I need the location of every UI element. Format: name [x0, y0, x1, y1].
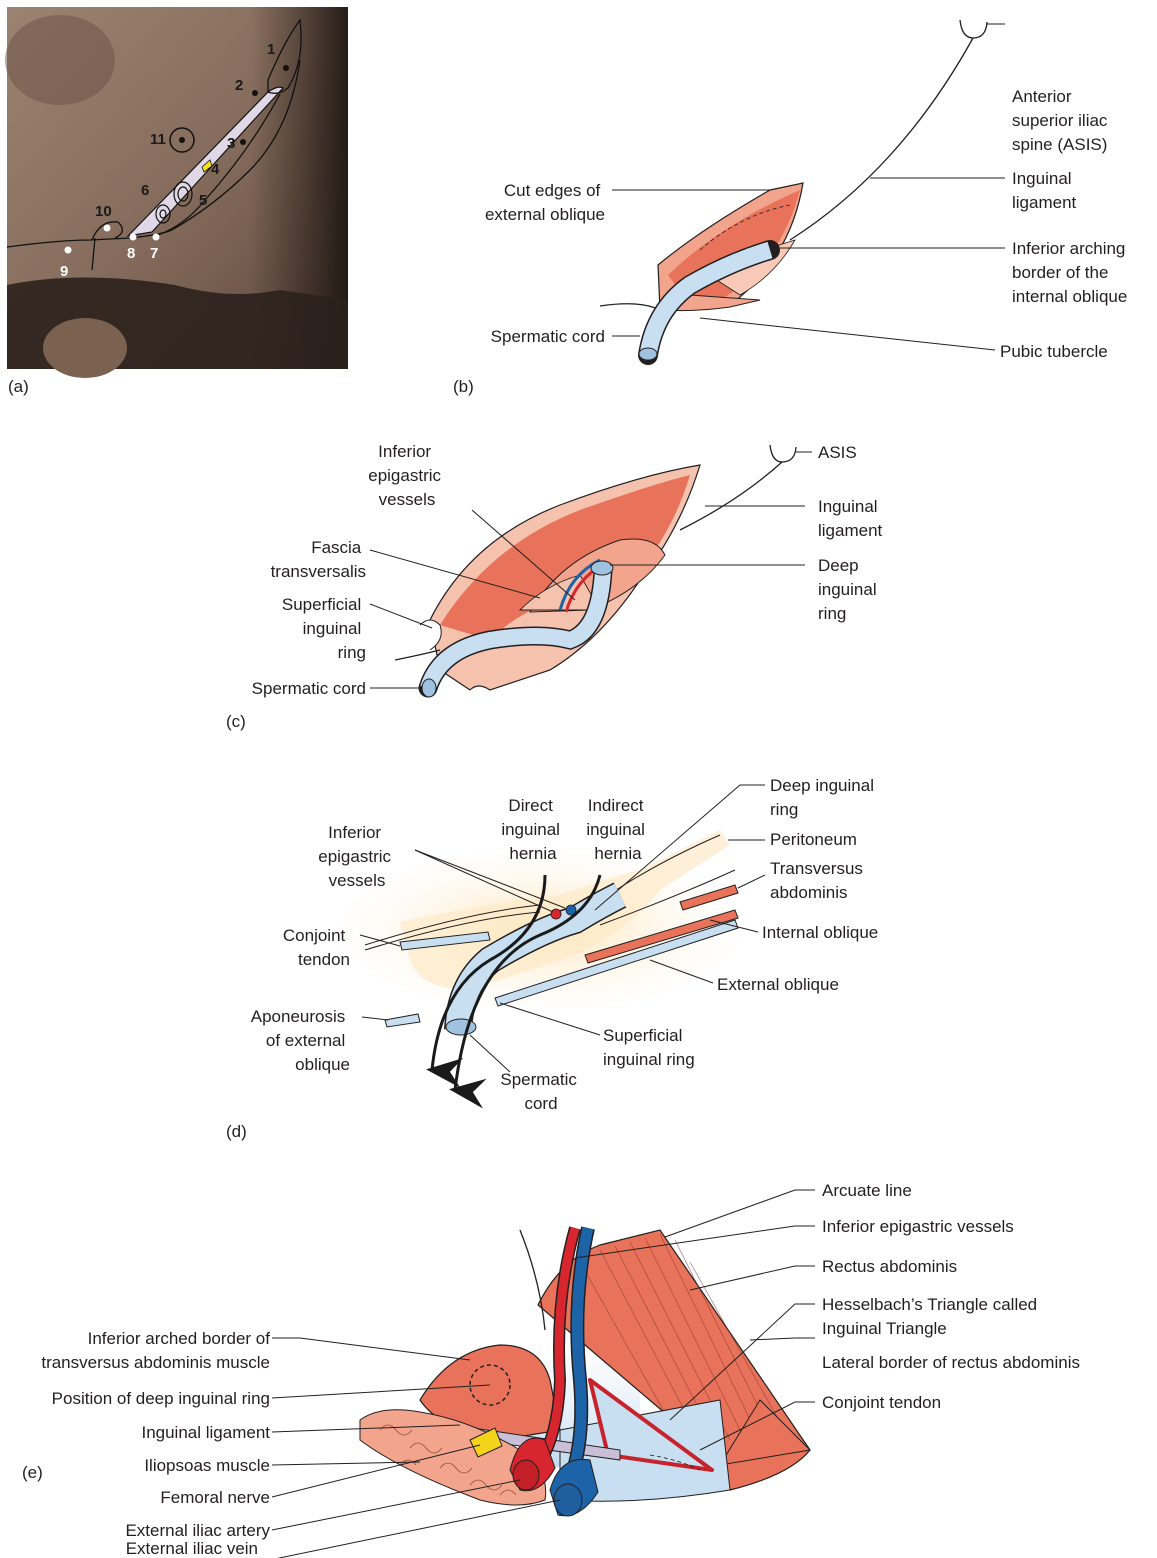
- label-c-fascia: Fascia transversalis: [271, 538, 366, 581]
- panel-e-drawing: [260, 1190, 815, 1558]
- label-e-arcuate-line: Arcuate line: [822, 1181, 912, 1200]
- panel-a-letter: (a): [8, 377, 29, 396]
- number-6: 6: [141, 182, 149, 199]
- panel-d-letter: (d): [226, 1122, 247, 1141]
- label-d-direct: Direct inguinal hernia: [501, 796, 564, 863]
- panel-b-drawing: [600, 20, 1005, 360]
- label-d-conjoint: Conjoint tendon: [283, 926, 350, 969]
- panel-e-letter: (e): [22, 1463, 43, 1482]
- label-d-internal: Internal oblique: [762, 923, 878, 942]
- label-b-cut-edges: Cut edges of external oblique: [485, 181, 605, 224]
- label-e-hesselbach-2: Inguinal Triangle: [822, 1319, 947, 1338]
- number-10: 10: [95, 203, 112, 220]
- number-1: 1: [267, 41, 275, 58]
- label-d-epigastric: Inferior epigastric vessels: [318, 823, 396, 890]
- panel-c-letter: (c): [226, 712, 246, 731]
- label-e-femoral-nerve: Femoral nerve: [160, 1488, 270, 1507]
- label-e-arched-border-2: transversus abdominis muscle: [41, 1353, 270, 1372]
- label-e-arched-border-1: Inferior arched border of: [88, 1329, 271, 1348]
- panel-a-photo: [5, 7, 348, 378]
- label-e-epigastric: Inferior epigastric vessels: [822, 1217, 1014, 1236]
- label-e-conjoint: Conjoint tendon: [822, 1393, 941, 1412]
- label-d-transversus: Transversus abdominis: [770, 859, 868, 902]
- number-7: 7: [150, 245, 158, 262]
- label-b-cord: Spermatic cord: [491, 327, 605, 346]
- label-d-peritoneum: Peritoneum: [770, 830, 857, 849]
- label-d-cord: Spermatic cord: [500, 1070, 581, 1113]
- number-4: 4: [211, 161, 220, 178]
- label-c-epigastric: Inferior epigastric vessels: [368, 442, 446, 509]
- label-b-asis: Anterior superior iliac spine (ASIS): [1012, 87, 1112, 154]
- label-b-tubercle: Pubic tubercle: [1000, 342, 1108, 361]
- panel-b-labels: Anterior superior iliac spine (ASIS) Ing…: [485, 87, 1130, 361]
- number-8: 8: [127, 245, 135, 262]
- label-e-hesselbach-1: Hesselbach’s Triangle called: [822, 1295, 1037, 1314]
- label-e-iliac-artery: External iliac artery: [125, 1521, 270, 1540]
- number-5: 5: [199, 192, 207, 209]
- label-c-asis: ASIS: [818, 443, 857, 462]
- number-3: 3: [227, 135, 235, 152]
- label-e-rectus: Rectus abdominis: [822, 1257, 957, 1276]
- label-e-lateral-border: Lateral border of rectus abdominis: [822, 1353, 1080, 1372]
- number-11: 11: [150, 131, 166, 148]
- number-2: 2: [235, 77, 243, 94]
- label-b-ligament: Inguinal ligament: [1012, 169, 1077, 212]
- label-d-superficial-ring: Superficial inguinal ring: [603, 1026, 695, 1069]
- label-d-deep-ring: Deep inguinal ring: [770, 776, 879, 819]
- panel-b-letter: (b): [453, 377, 474, 396]
- label-e-iliopsoas: Iliopsoas muscle: [144, 1456, 270, 1475]
- label-c-cord: Spermatic cord: [252, 679, 366, 698]
- label-c-deep-ring: Deep inguinal ring: [818, 556, 881, 623]
- number-9: 9: [60, 263, 68, 280]
- label-e-deep-ring: Position of deep inguinal ring: [52, 1389, 270, 1408]
- label-e-iliac-vein: External iliac vein: [126, 1539, 258, 1558]
- label-d-external: External oblique: [717, 975, 839, 994]
- label-c-ligament: Inguinal ligament: [818, 497, 883, 540]
- label-c-superficial-ring: Superficial inguinal ring: [282, 595, 366, 662]
- label-b-arching: Inferior arching border of the internal …: [1012, 239, 1130, 306]
- label-d-aponeurosis: Aponeurosis of external oblique: [251, 1007, 350, 1074]
- label-e-inguinal-ligament: Inguinal ligament: [141, 1423, 270, 1442]
- label-d-indirect: Indirect inguinal hernia: [586, 796, 649, 863]
